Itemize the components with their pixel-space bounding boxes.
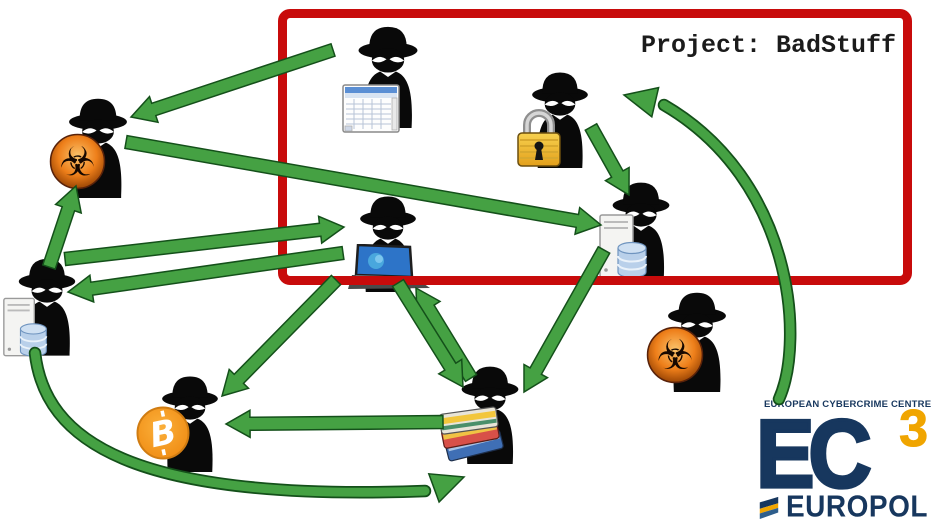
biohazard-icon-malware-spy-right xyxy=(646,326,704,384)
server-icon-dataserver-spy-left xyxy=(2,296,50,360)
curved-arrow-dataserver-spy-to-carder-spy-head xyxy=(427,472,466,504)
coin-icon-bitcoin-spy xyxy=(136,406,190,460)
logo-superscript-3: 3 xyxy=(899,400,929,459)
project-title: Project: BadStuff xyxy=(640,31,896,60)
ec3-logo: EUROPEAN CYBERCRIME CENTRE EC 3 EUROPOL xyxy=(754,399,938,524)
logo-europol-text: EUROPOL xyxy=(786,489,928,524)
cards-icon-carder-spy xyxy=(436,406,510,462)
logo-ec-text: EC xyxy=(754,400,873,509)
biohazard-icon-malware-spy-top-left xyxy=(49,133,106,190)
arrow-laptop-spy-to-bitcoin-spy xyxy=(220,274,342,398)
europol-chevron-icon xyxy=(759,496,779,519)
logo-tagline: EUROPEAN CYBERCRIME CENTRE xyxy=(764,399,932,410)
arrow-carder-spy-to-bitcoin-spy xyxy=(224,409,444,439)
